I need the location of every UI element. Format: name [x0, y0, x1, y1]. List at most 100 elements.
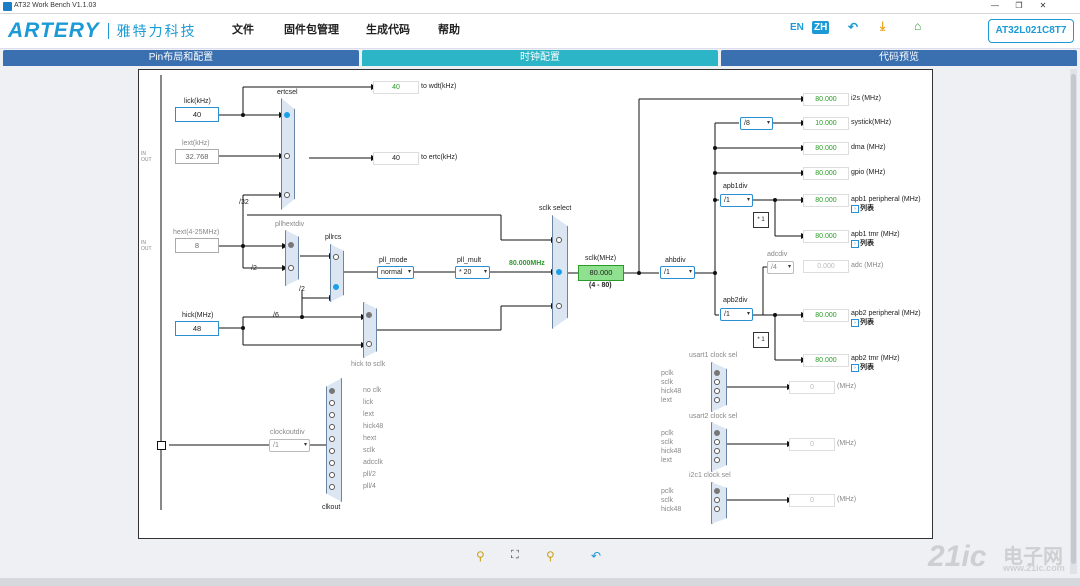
ahbdiv-select[interactable]: /1▾ [660, 266, 695, 279]
i2c1-value: 0 [789, 494, 835, 507]
clkout-lick-dot[interactable] [329, 400, 335, 406]
usart2-lext-dot[interactable] [714, 457, 720, 463]
pll-mult-select[interactable]: * 20▾ [455, 266, 490, 279]
apb2div-select[interactable]: /1▾ [720, 308, 753, 321]
apb1div-select[interactable]: /1▾ [720, 194, 753, 207]
pll-mode-select[interactable]: normal▾ [377, 266, 414, 279]
apb2-list-link[interactable]: 列表 [860, 319, 874, 326]
zoom-out-icon[interactable]: ⚲ [546, 549, 555, 563]
lang-en-button[interactable]: EN [790, 22, 804, 33]
i2c1-pclk-dot[interactable] [714, 488, 720, 494]
ertcsel-hext-dot[interactable] [284, 192, 290, 198]
apb2div-value: /1 [724, 311, 730, 318]
lext-input[interactable]: 32.768 [175, 149, 219, 164]
clkout-sclk-dot[interactable] [329, 448, 335, 454]
ertcsel-lext-dot[interactable] [284, 153, 290, 159]
logo-brand: ARTERY [8, 19, 100, 42]
i2c1-sclk-dot[interactable] [714, 497, 720, 503]
zoom-in-icon[interactable]: ⚲ [476, 549, 485, 563]
apb1-tmr-list-link[interactable]: 列表 [860, 240, 874, 247]
usart2-hick48-dot[interactable] [714, 448, 720, 454]
clockoutdiv-label: clockoutdiv [270, 429, 305, 436]
clkout-lext-dot[interactable] [329, 412, 335, 418]
clkout-noclk-dot[interactable] [329, 388, 335, 394]
i2c1-hick48-dot[interactable] [714, 506, 720, 512]
hick-to-sclk-div1-dot[interactable] [366, 341, 372, 347]
hext-in-label: IN [141, 240, 146, 246]
i2c1-src-hick48: hick48 [661, 506, 682, 513]
usart2-pclk-dot[interactable] [714, 430, 720, 436]
menu-firmware[interactable]: 固件包管理 [284, 24, 339, 36]
minimize-icon[interactable]: — [991, 1, 999, 10]
clkout-label: clkout [322, 504, 341, 511]
menu-file[interactable]: 文件 [232, 24, 254, 36]
pllrcs-hick-dot[interactable] [333, 284, 339, 290]
menu-help[interactable]: 帮助 [438, 24, 460, 36]
apb2-tmr-list-link[interactable]: 列表 [860, 364, 874, 371]
ertcsel-lick-dot[interactable] [284, 112, 290, 118]
usart1-unit: (MHz) [837, 383, 857, 390]
chip-model-button[interactable]: AT32L021C8T7 [988, 19, 1074, 43]
usart1-hick48-dot[interactable] [714, 388, 720, 394]
clkout-hext-dot[interactable] [329, 436, 335, 442]
download-icon[interactable]: ⤓ [880, 19, 886, 33]
pllhextdiv-div2-dot[interactable] [288, 265, 294, 271]
pllrcs-mux[interactable] [330, 244, 344, 302]
hext-out-label: OUT [141, 246, 152, 252]
restore-icon[interactable]: ❐ [1015, 1, 1023, 10]
sclk-select-label: sclk select [539, 205, 572, 212]
pllhextdiv-div1-dot[interactable] [288, 242, 294, 248]
sclk-value-box[interactable]: 80.000 [578, 265, 624, 281]
close-icon[interactable]: ✕ [1039, 1, 1047, 10]
apb2-tmr-list-icon[interactable]: › [851, 364, 859, 372]
home-icon[interactable]: ⌂ [914, 19, 922, 33]
usart1-lext-dot[interactable] [714, 397, 720, 403]
scrollbar-thumb[interactable] [1071, 74, 1076, 564]
hext-input[interactable]: 8 [175, 238, 219, 253]
lick-input[interactable]: 40 [175, 107, 219, 122]
chevron-down-icon: ▾ [483, 269, 487, 275]
clkout-hick48-dot[interactable] [329, 424, 335, 430]
clockoutdiv-select[interactable]: /1▾ [269, 439, 310, 452]
tab-pin-layout[interactable]: Pin布局和配置 [3, 50, 359, 66]
apb2-list-icon[interactable]: › [851, 319, 859, 327]
clkout-adcclk-dot[interactable] [329, 460, 335, 466]
usart1-sclk-dot[interactable] [714, 379, 720, 385]
pllhextdiv-mux[interactable] [285, 230, 299, 286]
usart1-mux[interactable] [711, 362, 727, 412]
apb1-list-link[interactable]: 列表 [860, 205, 874, 212]
chevron-down-icon: ▾ [407, 269, 411, 275]
adcdiv-select[interactable]: /4▾ [767, 261, 794, 274]
clock-wires [159, 75, 807, 510]
apb1-tmr-list-icon[interactable]: › [851, 240, 859, 248]
reset-icon[interactable]: ↶ [591, 549, 602, 563]
tab-clock-config[interactable]: 时钟配置 [362, 50, 718, 66]
clkout-pll4-dot[interactable] [329, 484, 335, 490]
apb1-list-icon[interactable]: › [851, 205, 859, 213]
div6-label: /6 [273, 312, 279, 319]
i2s-value: 80.000 [803, 93, 849, 106]
usart1-pclk-dot[interactable] [714, 370, 720, 376]
clkout-pll2-dot[interactable] [329, 472, 335, 478]
hick-to-sclk-mux[interactable] [363, 302, 377, 358]
apb1-tmr-value: 80.000 [803, 230, 849, 243]
pllrcs-hext-dot[interactable] [333, 254, 339, 260]
usart2-mux[interactable] [711, 422, 727, 472]
sclk-select-pll-dot[interactable] [556, 269, 562, 275]
systick-div-select[interactable]: /8▾ [740, 117, 773, 130]
undo-icon[interactable]: ↶ [848, 20, 859, 34]
hick-input[interactable]: 48 [175, 321, 219, 336]
fit-screen-icon[interactable]: ⛶ [511, 549, 519, 561]
title-bar: AT32 Work Bench V1.1.03 — ❐ ✕ [0, 0, 1080, 14]
usart2-sclk-dot[interactable] [714, 439, 720, 445]
hick-to-sclk-div6-dot[interactable] [366, 312, 372, 318]
sclk-select-hick-dot[interactable] [556, 303, 562, 309]
app-icon [3, 2, 12, 11]
menu-generate-code[interactable]: 生成代码 [366, 24, 410, 36]
vertical-scrollbar[interactable] [1070, 69, 1077, 574]
sclk-select-pllhext-dot[interactable] [556, 237, 562, 243]
tab-code-preview[interactable]: 代码预览 [721, 50, 1077, 66]
sclk-label: sclk(MHz) [585, 255, 617, 262]
lang-zh-button[interactable]: ZH [812, 21, 830, 34]
clkout-src-hick48: hick48 [363, 423, 384, 430]
